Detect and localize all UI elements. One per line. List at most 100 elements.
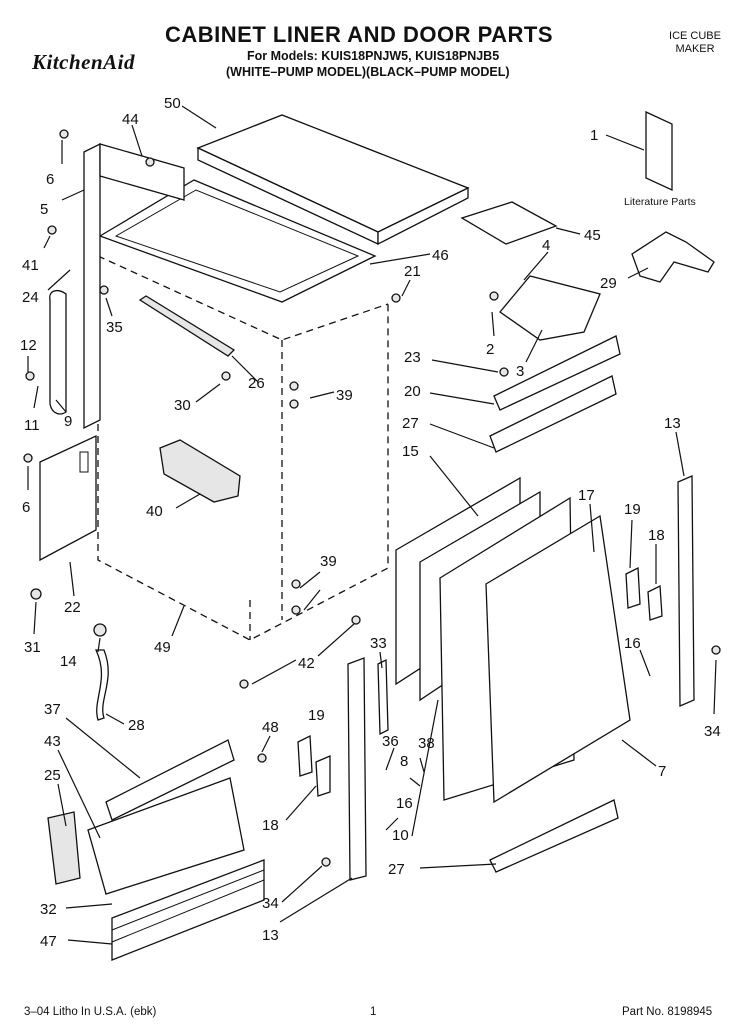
part-left-post — [347, 657, 367, 881]
callout-42: 42 — [298, 655, 315, 672]
part-ice-bin — [499, 275, 601, 341]
callout-31: 31 — [24, 639, 41, 656]
callout-16-right: 16 — [624, 635, 641, 652]
part-frame-gasket — [98, 179, 377, 303]
callout-6-lower: 6 — [22, 499, 30, 516]
callout-23: 23 — [404, 349, 421, 366]
part-grille — [111, 859, 265, 961]
callout-37: 37 — [44, 701, 61, 718]
callout-46: 46 — [432, 247, 449, 264]
callout-35: 35 — [106, 319, 123, 336]
callout-20: 20 — [404, 383, 421, 400]
callout-18-left: 18 — [262, 817, 279, 834]
callout-18-right: 18 — [648, 527, 665, 544]
callout-38: 38 — [418, 735, 435, 752]
callout-4: 4 — [542, 237, 550, 254]
callout-47: 47 — [40, 933, 57, 950]
callout-32: 32 — [40, 901, 57, 918]
callout-15: 15 — [402, 443, 419, 460]
part-tray — [159, 439, 241, 503]
part-hinge-plate — [625, 566, 641, 609]
callout-12: 12 — [20, 337, 37, 354]
callout-28: 28 — [128, 717, 145, 734]
callout-30: 30 — [174, 397, 191, 414]
variants-line: (WHITE–PUMP MODEL)(BLACK–PUMP MODEL) — [226, 65, 510, 79]
callout-44: 44 — [122, 111, 139, 128]
part-scoop — [631, 231, 715, 283]
callout-33: 33 — [370, 635, 387, 652]
brand-logo: KitchenAid — [32, 50, 136, 74]
callout-39-lower: 39 — [320, 553, 337, 570]
callout-16-left: 16 — [396, 795, 413, 812]
part-strip — [138, 295, 236, 357]
part-hinge-bracket-left — [315, 755, 331, 797]
callout-6-top: 6 — [46, 171, 54, 188]
part-drain-hose — [94, 649, 109, 721]
callout-17: 17 — [578, 487, 595, 504]
part-number-labels: 50 44 6 5 41 24 35 12 11 9 6 22 31 14 49… — [20, 95, 721, 950]
hardware-screws — [23, 129, 721, 867]
callout-13-right: 13 — [664, 415, 681, 432]
part-right-post — [677, 475, 695, 707]
part-side-plate — [39, 434, 97, 562]
callout-43: 43 — [44, 733, 61, 750]
callout-45: 45 — [584, 227, 601, 244]
part-kickplate — [87, 777, 245, 895]
door-assembly — [395, 476, 631, 804]
part-top-cover — [196, 114, 470, 246]
callout-22: 22 — [64, 599, 81, 616]
callout-40: 40 — [146, 503, 163, 520]
footer-part-number: Part No. 8198945 — [622, 1006, 713, 1018]
part-hinge-plate-left — [297, 734, 313, 777]
callout-39-upper: 39 — [336, 387, 353, 404]
callout-7: 7 — [658, 763, 666, 780]
callout-34-right: 34 — [704, 723, 721, 740]
callout-25: 25 — [44, 767, 61, 784]
callout-26: 26 — [248, 375, 265, 392]
callout-27-bottom: 27 — [388, 861, 405, 878]
part-block — [47, 811, 81, 885]
part-hinge-bracket-right — [647, 584, 663, 621]
part-literature-booklet — [645, 110, 673, 192]
callout-21: 21 — [404, 263, 421, 280]
page-title: CABINET LINER AND DOOR PARTS — [165, 22, 553, 47]
leader-lines — [27, 105, 717, 945]
callout-11: 11 — [24, 417, 40, 434]
callout-41: 41 — [22, 257, 39, 274]
callout-24: 24 — [22, 289, 39, 306]
footer-page-number: 1 — [370, 1006, 377, 1018]
callout-34-left: 34 — [262, 895, 279, 912]
callout-29: 29 — [600, 275, 617, 292]
callout-13-left: 13 — [262, 927, 279, 944]
callout-5: 5 — [40, 201, 48, 218]
callout-50: 50 — [164, 95, 181, 112]
part-info-sheet — [460, 201, 558, 245]
callout-3: 3 — [516, 363, 524, 380]
callout-14: 14 — [60, 653, 77, 670]
callout-27-top: 27 — [402, 415, 419, 432]
part-bracket-23 — [493, 335, 621, 411]
part-top-bracket — [489, 375, 617, 453]
part-tube — [49, 289, 67, 415]
literature-label: Literature Parts — [624, 196, 696, 208]
part-channel — [105, 739, 235, 821]
footer-print-info: 3–04 Litho In U.S.A. (ebk) — [24, 1006, 157, 1018]
cabinet-liner-outline — [97, 255, 389, 641]
callout-10: 10 — [392, 827, 409, 844]
callout-49: 49 — [154, 639, 171, 656]
callout-1: 1 — [590, 127, 598, 144]
product-type-line-1: ICE CUBE — [669, 30, 721, 42]
callout-9: 9 — [64, 413, 72, 430]
part-bottom-bracket — [489, 799, 619, 873]
callout-19-right: 19 — [624, 501, 641, 518]
callout-2: 2 — [486, 341, 494, 358]
callout-36: 36 — [382, 733, 399, 750]
part-hinge-arm — [377, 658, 389, 736]
callout-8: 8 — [400, 753, 408, 770]
models-line: For Models: KUIS18PNJW5, KUIS18PNJB5 — [247, 49, 500, 63]
part-side-rail — [83, 142, 185, 430]
callout-48: 48 — [262, 719, 279, 736]
callout-19-left: 19 — [308, 707, 325, 724]
product-type-line-2: MAKER — [675, 43, 715, 55]
